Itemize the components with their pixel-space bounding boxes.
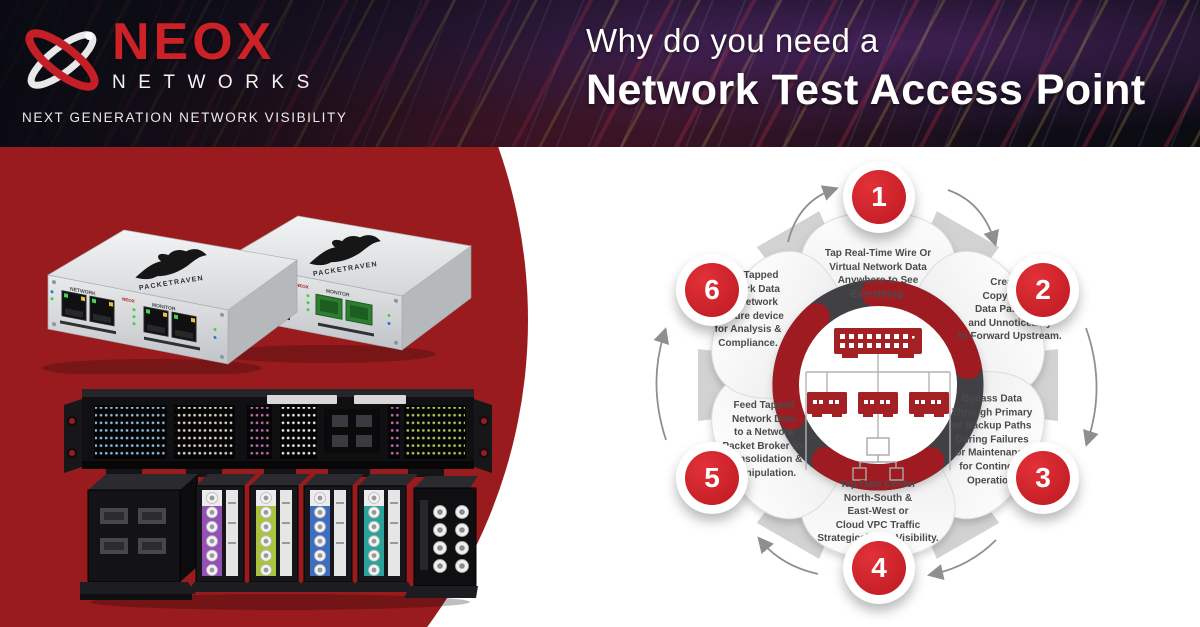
arrow-5-to-6 xyxy=(653,327,670,441)
step-5-number: 5 xyxy=(704,462,720,493)
fiber-rack-panel-image xyxy=(64,389,492,477)
cassette-sc xyxy=(80,474,198,600)
step-4-number: 4 xyxy=(871,552,887,583)
cassette-lc-blue xyxy=(296,474,364,592)
neox-logo: NEOX NETWORKS xyxy=(20,16,322,102)
step-6-number: 6 xyxy=(704,274,720,305)
step-1-number: 1 xyxy=(871,181,887,212)
fiber-cassettes-image xyxy=(80,474,478,610)
step-6-badge: 6 xyxy=(676,254,748,326)
step-4-badge: 4 xyxy=(843,532,915,604)
step-1-text: Tap Real-Time Wire Or Virtual Network Da… xyxy=(824,247,932,300)
tap-cycle-diagram: Tap Real-Time Wire Or Virtual Network Da… xyxy=(620,150,1200,627)
step-3-number: 3 xyxy=(1035,462,1051,493)
brand-tagline: NEXT GENERATION NETWORK VISIBILITY xyxy=(22,110,348,125)
cassette-lc-teal xyxy=(350,474,418,592)
packetraven-devices-image: PACKETRAVEN NETWORK MONITOR NEOX xyxy=(42,215,472,374)
step-2-badge: 2 xyxy=(1007,254,1079,326)
cassette-lc-purple xyxy=(188,474,256,592)
step-5-badge: 5 xyxy=(676,442,748,514)
step-1-badge: 1 xyxy=(843,161,915,233)
step-5-text: Feed Tapped Network Data to a Network Pa… xyxy=(722,400,806,480)
arrow-2-to-3 xyxy=(1083,327,1099,447)
brand-sub: NETWORKS xyxy=(112,72,322,93)
brand-name: NEOX xyxy=(112,13,276,71)
cycle-arrows xyxy=(653,185,1099,580)
step-3-text: Bypass Data Through Primary or Backup Pa… xyxy=(951,393,1033,486)
header-banner: NEOX NETWORKS NEXT GENERATION NETWORK VI… xyxy=(0,0,1200,147)
packetraven-device-sfp xyxy=(215,215,472,364)
edge-devices xyxy=(807,392,949,417)
arrow-3-to-4 xyxy=(926,539,997,580)
fiber-module-strips xyxy=(94,405,466,459)
step-2-number: 2 xyxy=(1035,274,1051,305)
cassette-lc-large xyxy=(404,476,478,598)
step-3-badge: 3 xyxy=(1007,442,1079,514)
title-line1: Why do you need a xyxy=(586,22,879,59)
network-topology-icon xyxy=(805,328,951,481)
arrow-1-to-2 xyxy=(947,189,1000,247)
arrow-4-to-5 xyxy=(757,536,819,575)
flower-diagram-graphic xyxy=(653,185,1099,580)
title-line2: Network Test Access Point xyxy=(586,66,1146,114)
cassette-lc-green xyxy=(242,474,310,592)
page-title: Why do you need a Network Test Access Po… xyxy=(586,22,1146,115)
neox-atom-icon xyxy=(25,29,99,91)
client-tree xyxy=(852,437,904,481)
arrow-6-to-1 xyxy=(787,185,839,243)
